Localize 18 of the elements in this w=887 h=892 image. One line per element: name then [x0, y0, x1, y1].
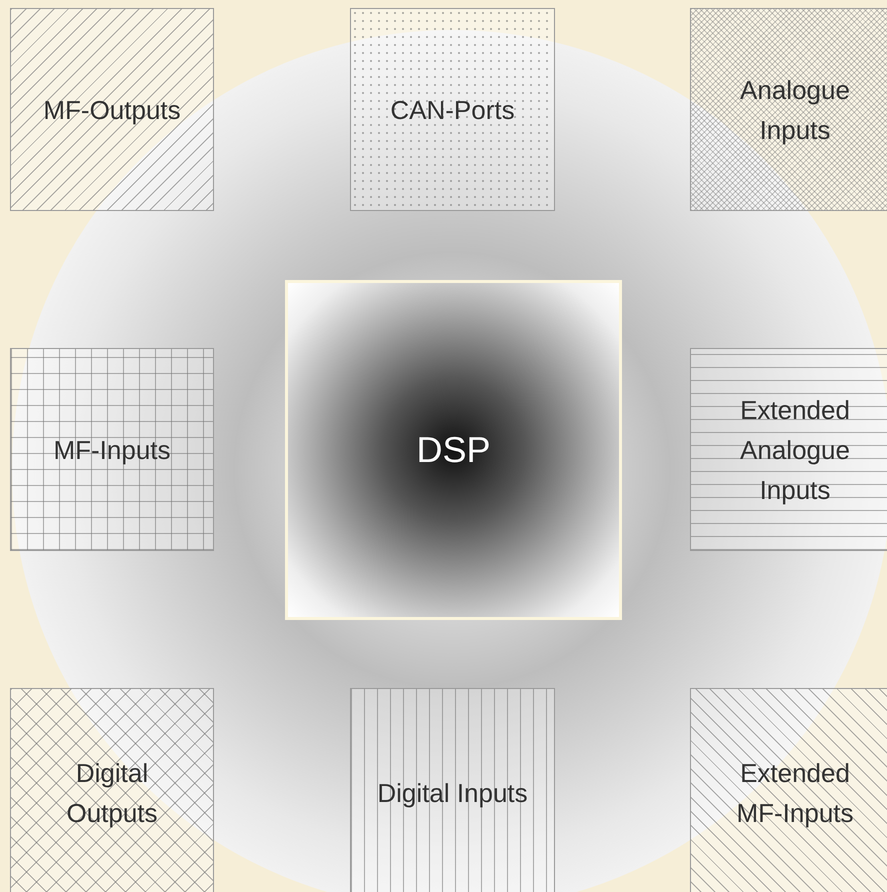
module-label: MF-Inputs [52, 434, 172, 466]
module-panel [690, 688, 887, 892]
module-label: MF-Outputs [42, 94, 182, 126]
processor-label: DSP [415, 430, 492, 470]
processor-block [285, 280, 622, 620]
module-label: Analogue Inputs [739, 74, 851, 146]
module-label: Digital Inputs [376, 777, 529, 810]
module-panel [10, 348, 214, 551]
module-label: CAN-Ports [389, 94, 516, 126]
module-label: Extended MF-Inputs [735, 757, 855, 830]
module-panel [690, 8, 887, 211]
module-panel [690, 348, 887, 551]
module-label: Extended Analogue Inputs [739, 394, 851, 506]
module-panel [10, 8, 214, 211]
module-panel [350, 688, 555, 892]
module-label: Digital Outputs [65, 757, 159, 830]
module-panel [350, 8, 555, 211]
module-panel [10, 688, 214, 892]
